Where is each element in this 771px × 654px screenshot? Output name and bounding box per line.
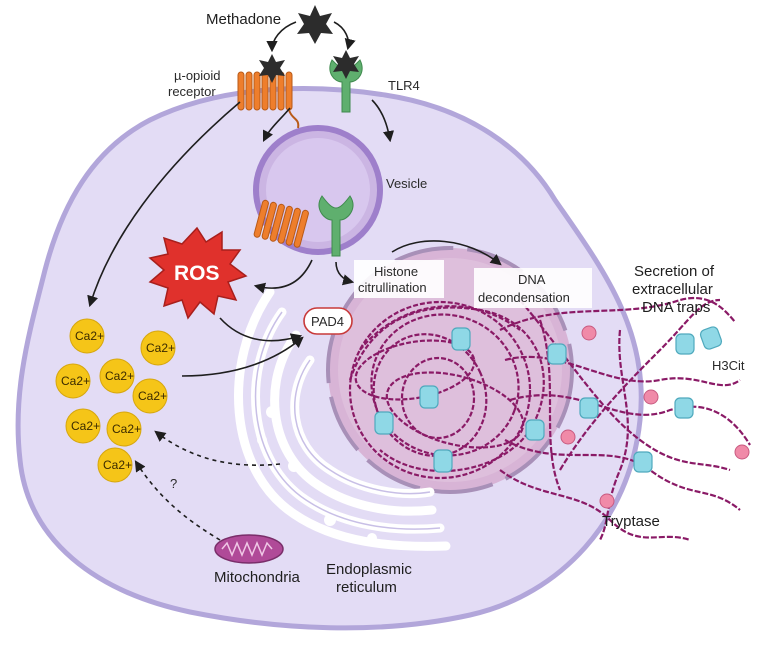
arrow-calcium-to-pad4	[181, 336, 304, 377]
calcium-label: Ca2+	[112, 422, 141, 436]
histone-label-line2: citrullination	[358, 280, 427, 295]
secretion-label-line1: Secretion of	[634, 263, 715, 280]
tryptase-dot	[599, 493, 615, 509]
vesicle-label: Vesicle	[386, 176, 427, 191]
tryptase-granules	[560, 325, 750, 509]
mu-opioid-receptor-membrane	[237, 71, 293, 111]
tlr4-vesicle	[318, 195, 354, 257]
calcium-label: Ca2+	[105, 369, 134, 383]
histone	[419, 385, 439, 409]
methadone-bound-tlr4-icon	[333, 50, 359, 79]
pad4-label: PAD4	[311, 314, 344, 329]
histone	[374, 411, 394, 435]
calcium-label: Ca2+	[61, 374, 90, 388]
histone	[525, 419, 545, 441]
histone	[579, 397, 599, 419]
secretion-label-line3: DNA traps	[642, 299, 710, 316]
arrow-vesicle-to-ros	[253, 259, 313, 294]
histone-label-line1: Histone	[374, 264, 418, 279]
histones-nuclear	[374, 327, 471, 473]
calcium-label: Ca2+	[75, 329, 104, 343]
tryptase-dot	[560, 429, 576, 445]
histone	[699, 326, 723, 350]
arrow-methadone-to-tlr4	[333, 21, 356, 51]
calcium-ion	[132, 378, 168, 414]
signal-arrows	[87, 21, 502, 377]
dashed-arrows	[134, 430, 281, 541]
histone	[633, 451, 653, 473]
tryptase-label: Tryptase	[602, 513, 660, 530]
histone	[675, 333, 695, 355]
secretion-label-line2: extracellular	[632, 281, 713, 298]
receptor-tail	[288, 109, 300, 129]
calcium-labels: Ca2+ Ca2+ Ca2+ Ca2+ Ca2+ Ca2+ Ca2+ Ca2+	[61, 329, 175, 472]
arrow-tlr4-to-vesicle	[371, 99, 395, 143]
calcium-ion	[106, 411, 142, 447]
calcium-ion	[69, 318, 105, 354]
tryptase-dot	[643, 389, 659, 405]
dna-label-box	[474, 268, 592, 308]
mitochondria-cristae	[221, 541, 273, 557]
mu-opioid-label-line1: µ-opioid	[174, 68, 221, 83]
mitochondria-label: Mitochondria	[214, 569, 301, 586]
pad4-badge	[303, 307, 353, 335]
arrow-receptor-to-vesicle	[262, 107, 291, 143]
methadone-bound-receptor-icon	[259, 54, 285, 83]
ros-burst	[148, 226, 248, 320]
h3cit-label: H3Cit	[712, 358, 745, 373]
histone	[674, 397, 694, 419]
calcium-label: Ca2+	[103, 458, 132, 472]
tryptase-dot	[734, 444, 750, 460]
histone-label-box	[354, 260, 444, 298]
arrow-vesicle-to-histone	[335, 261, 355, 286]
calcium-ion	[140, 330, 176, 366]
arrow-histone-to-dna	[391, 240, 502, 266]
calcium-ion	[55, 363, 91, 399]
mu-opioid-label-line2: receptor	[168, 84, 216, 99]
dna-label-line1: DNA	[518, 272, 546, 287]
er-label-line1: Endoplasmic	[326, 561, 412, 578]
calcium-ion	[65, 408, 101, 444]
calcium-label: Ca2+	[71, 419, 100, 433]
tryptase-dot	[581, 325, 597, 341]
question-mark: ?	[170, 476, 177, 491]
histone	[547, 343, 567, 365]
arrow-methadone-to-receptor	[266, 21, 297, 53]
mu-opioid-receptor-vesicle	[253, 199, 309, 248]
chromatin	[348, 300, 545, 480]
calcium-label: Ca2+	[146, 341, 175, 355]
calcium-ion	[97, 447, 133, 483]
arrow-mitochondria-to-calcium	[134, 460, 221, 541]
ros-label: ROS	[174, 262, 220, 285]
arrow-receptor-to-calcium	[87, 101, 241, 308]
calcium-label: Ca2+	[138, 389, 167, 403]
histone	[451, 327, 471, 351]
dna-label-line2: decondensation	[478, 290, 570, 305]
er-label-line2: reticulum	[336, 579, 397, 596]
calcium-ion	[99, 358, 135, 394]
histone	[433, 449, 453, 473]
er-outline	[254, 311, 441, 530]
tlr4-label: TLR4	[388, 78, 420, 93]
calcium-ions	[55, 318, 176, 483]
histones-extracellular	[525, 326, 723, 473]
arrow-er-to-calcium	[154, 430, 281, 466]
arrow-ros-to-pad4	[219, 317, 303, 345]
methadone-label: Methadone	[206, 11, 281, 28]
methadone-icon	[297, 5, 333, 44]
